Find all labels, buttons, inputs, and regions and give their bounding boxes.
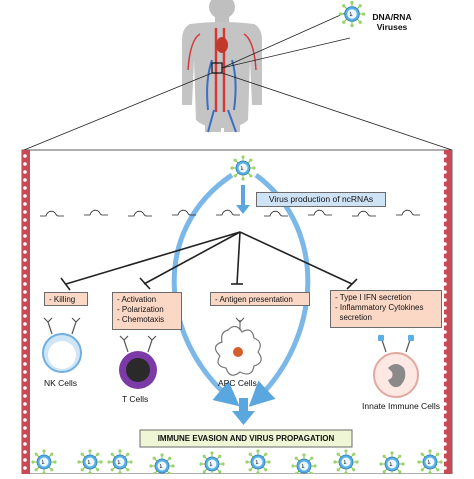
ncrna-production-text: Virus production of ncRNAs	[268, 194, 374, 204]
effect-line: - Polarization	[117, 305, 164, 314]
innate-immune-cells-label: Innate Immune Cells	[362, 401, 440, 411]
effect-box-tcell: - Activation - Polarization - Chemotaxis	[112, 292, 182, 330]
virus-label-line1: DNA/RNA	[372, 12, 412, 22]
apc-cell	[214, 317, 262, 376]
human-body-illustration	[182, 0, 262, 133]
effect-box-killing: - Killing	[44, 292, 88, 306]
bottom-arrow	[239, 398, 248, 412]
nk-cell	[42, 317, 82, 373]
virus-label: DNA/RNA Viruses	[370, 12, 414, 32]
innate-immune-cell	[373, 335, 419, 398]
effect-line: - Killing	[49, 295, 76, 304]
membrane-left	[22, 150, 30, 474]
nk-cells-label: NK Cells	[44, 378, 78, 388]
inhibition-lines	[60, 231, 358, 291]
ncrna-production-box: Virus production of ncRNAs	[256, 192, 386, 207]
effect-line: - Type I IFN secretion	[335, 293, 412, 302]
effect-line: - Antigen presentation	[215, 295, 293, 304]
apc-cells-label: APC Cells	[218, 378, 257, 388]
effect-line: - Chemotaxis	[117, 315, 165, 324]
virus-label-line2: Viruses	[376, 22, 408, 32]
virus-icon	[338, 0, 366, 28]
effect-line: - Inflammatory Cytokines	[335, 303, 424, 312]
effect-box-innate: - Type I IFN secretion - Inflammatory Cy…	[330, 290, 442, 328]
immune-evasion-box	[139, 429, 353, 448]
virus-icon	[229, 154, 257, 182]
effect-line: - Activation	[117, 295, 157, 304]
t-cells-label: T Cells	[122, 394, 149, 404]
t-cell	[119, 335, 157, 389]
left-curved-arrow	[171, 172, 240, 407]
membrane-right	[444, 150, 452, 474]
effect-line: secretion	[335, 313, 372, 322]
immune-evasion-label: IMMUNE EVASION AND VIRUS PROPAGATION	[157, 434, 335, 443]
effect-box-apc: - Antigen presentation	[210, 292, 310, 306]
